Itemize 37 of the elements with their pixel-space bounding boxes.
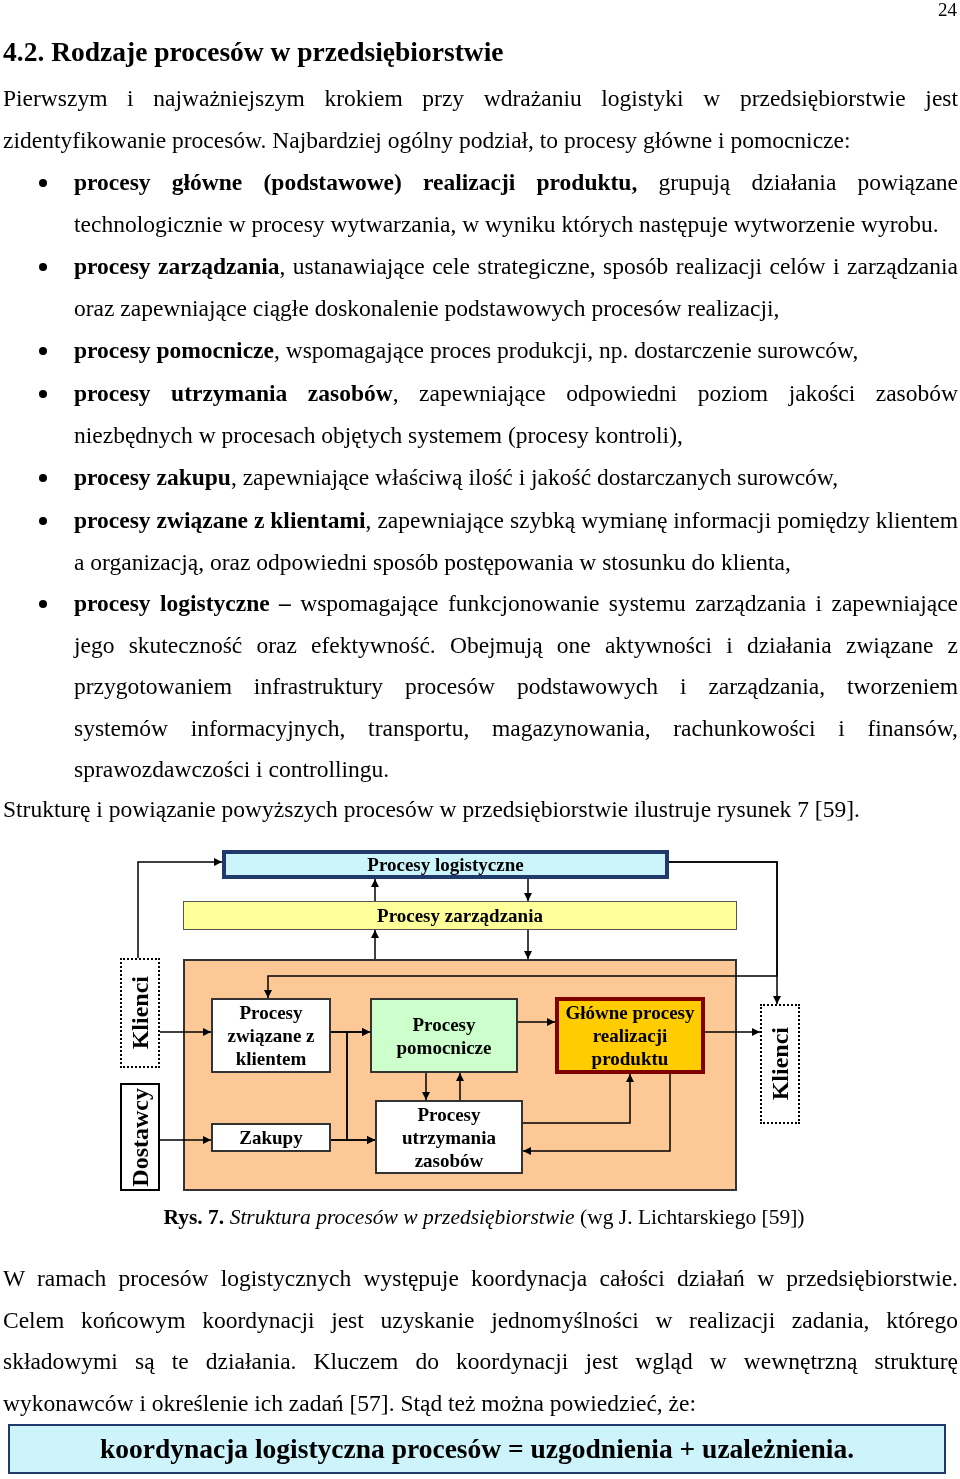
- process-box: Główne procesy realizacji produktu: [555, 997, 705, 1074]
- arrow: [517, 1018, 556, 1026]
- arrow: [159, 1028, 212, 1036]
- process-box: Zakupy: [211, 1123, 331, 1152]
- arrow: [524, 929, 532, 960]
- arrow: [456, 1072, 464, 1101]
- process-area-panel: [183, 959, 737, 1191]
- arrow: [371, 878, 379, 902]
- section-heading: 4.2. Rodzaje procesów w przedsiębiorstwie: [3, 35, 504, 69]
- paragraph: Pierwszym i najważniejszym krokiem przy wdrażaniu logistyki w przedsiębiorstwie jest zidentyfikowanie procesów. Najbardziej ogólny podział, to procesy główne i pomocnicze:: [3, 84, 958, 155]
- arrow: [264, 861, 778, 999]
- arrow: [159, 1136, 212, 1144]
- list-item-text: procesy zakupu, zapewniające właściwą ilość i jakość dostarczanych surowców,: [74, 463, 840, 492]
- list-item-text: procesy logistyczne – wspomagające funkcjonowanie systemu zarządzania i zapewniające jego skuteczność oraz efektywność. Obejmują one aktywności i działania związane z przygotowaniem infrastruktury procesów podstawowych i zarządzania, tworzeniem systemów informacyjnych, transportu, magazynowania, rachunkowości i finansów, sprawozdawczości i controllingu.: [74, 589, 958, 785]
- vertical-label-box: Dostawcy: [120, 1083, 160, 1191]
- vertical-label-box: Klienci: [760, 1004, 800, 1124]
- page-number: 24: [937, 0, 957, 20]
- process-box: Procesy utrzymania zasobów: [375, 1100, 523, 1174]
- arrow: [137, 858, 223, 959]
- process-band: Procesy logistyczne: [222, 850, 669, 879]
- process-box: Procesy pomocnicze: [370, 998, 518, 1073]
- list-item-text: procesy pomocnicze, wspomagające proces produkcji, np. dostarczenie surowców,: [74, 336, 860, 365]
- list-item-text: procesy główne (podstawowe) realizacji produktu, grupują działania powiązane technologicznie w procesy wytwarzania, w wyniku których następuje wytworzenie wyrobu.: [74, 168, 958, 239]
- paragraph: W ramach procesów logistycznych występuje koordynacja całości działań w przedsiębiorstwie. Celem końcowym koordynacji jest uzyskanie jednomyślności w realizacji zadania, którego składowymi są te działania. Kluczem do koordynacji jest wgląd w wewnętrzną strukturę wykonawców i określenie ich zadań [57]. Stąd też można powiedzieć, że:: [3, 1264, 958, 1418]
- paragraph: Strukturę i powiązanie powyższych procesów w przedsiębiorstwie ilustruje rysunek 7 [59].: [3, 795, 861, 824]
- figure-caption: Rys. 7. Struktura procesów w przedsiębiorstwie (wg J. Lichtarskiego [59]): [162, 1204, 806, 1231]
- process-band: Procesy zarządzania: [183, 901, 737, 930]
- arrow: [524, 878, 532, 902]
- arrow: [704, 1028, 761, 1036]
- arrow: [371, 929, 379, 960]
- process-box: Procesy związane z klientem: [211, 998, 331, 1073]
- formula-box: koordynacja logistyczna procesów = uzgodnienia + uzależnienia.: [8, 1424, 946, 1474]
- arrow: [522, 1073, 671, 1155]
- arrow: [522, 1073, 634, 1124]
- vertical-label-box: Klienci: [120, 958, 160, 1068]
- arrow: [422, 1072, 430, 1101]
- arrow: [330, 1136, 376, 1144]
